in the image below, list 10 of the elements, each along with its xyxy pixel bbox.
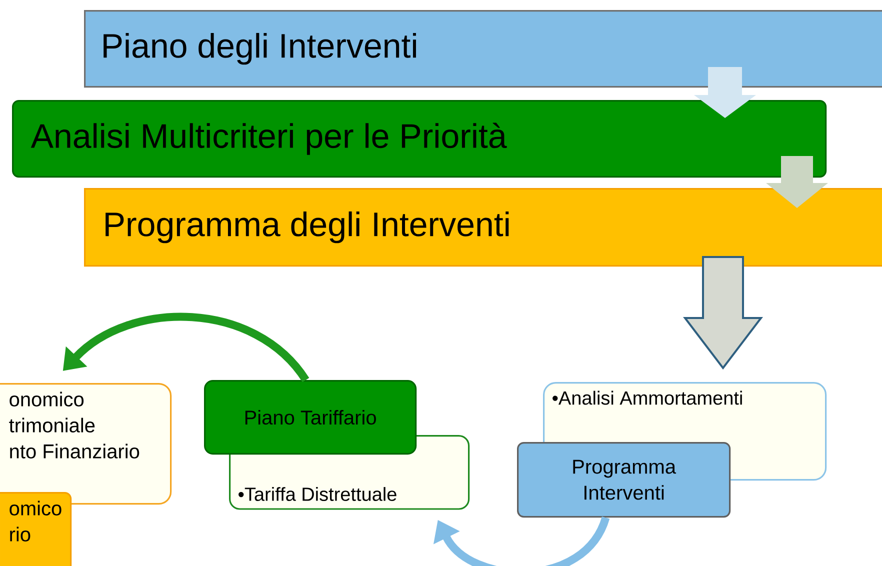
curved-arrow	[433, 516, 610, 566]
block-arrow	[694, 67, 756, 118]
label-box: omico rio	[0, 492, 72, 566]
block-arrow	[683, 256, 764, 370]
heading-band: Analisi Multicriteri per le Priorità	[12, 100, 827, 178]
heading-band: Programma degli Interventi	[84, 188, 882, 267]
heading-band: Piano degli Interventi	[84, 10, 882, 88]
label-box: Programma Interventi	[517, 442, 731, 518]
block-arrow	[766, 156, 828, 208]
label-box: Piano Tariffario	[204, 380, 417, 455]
